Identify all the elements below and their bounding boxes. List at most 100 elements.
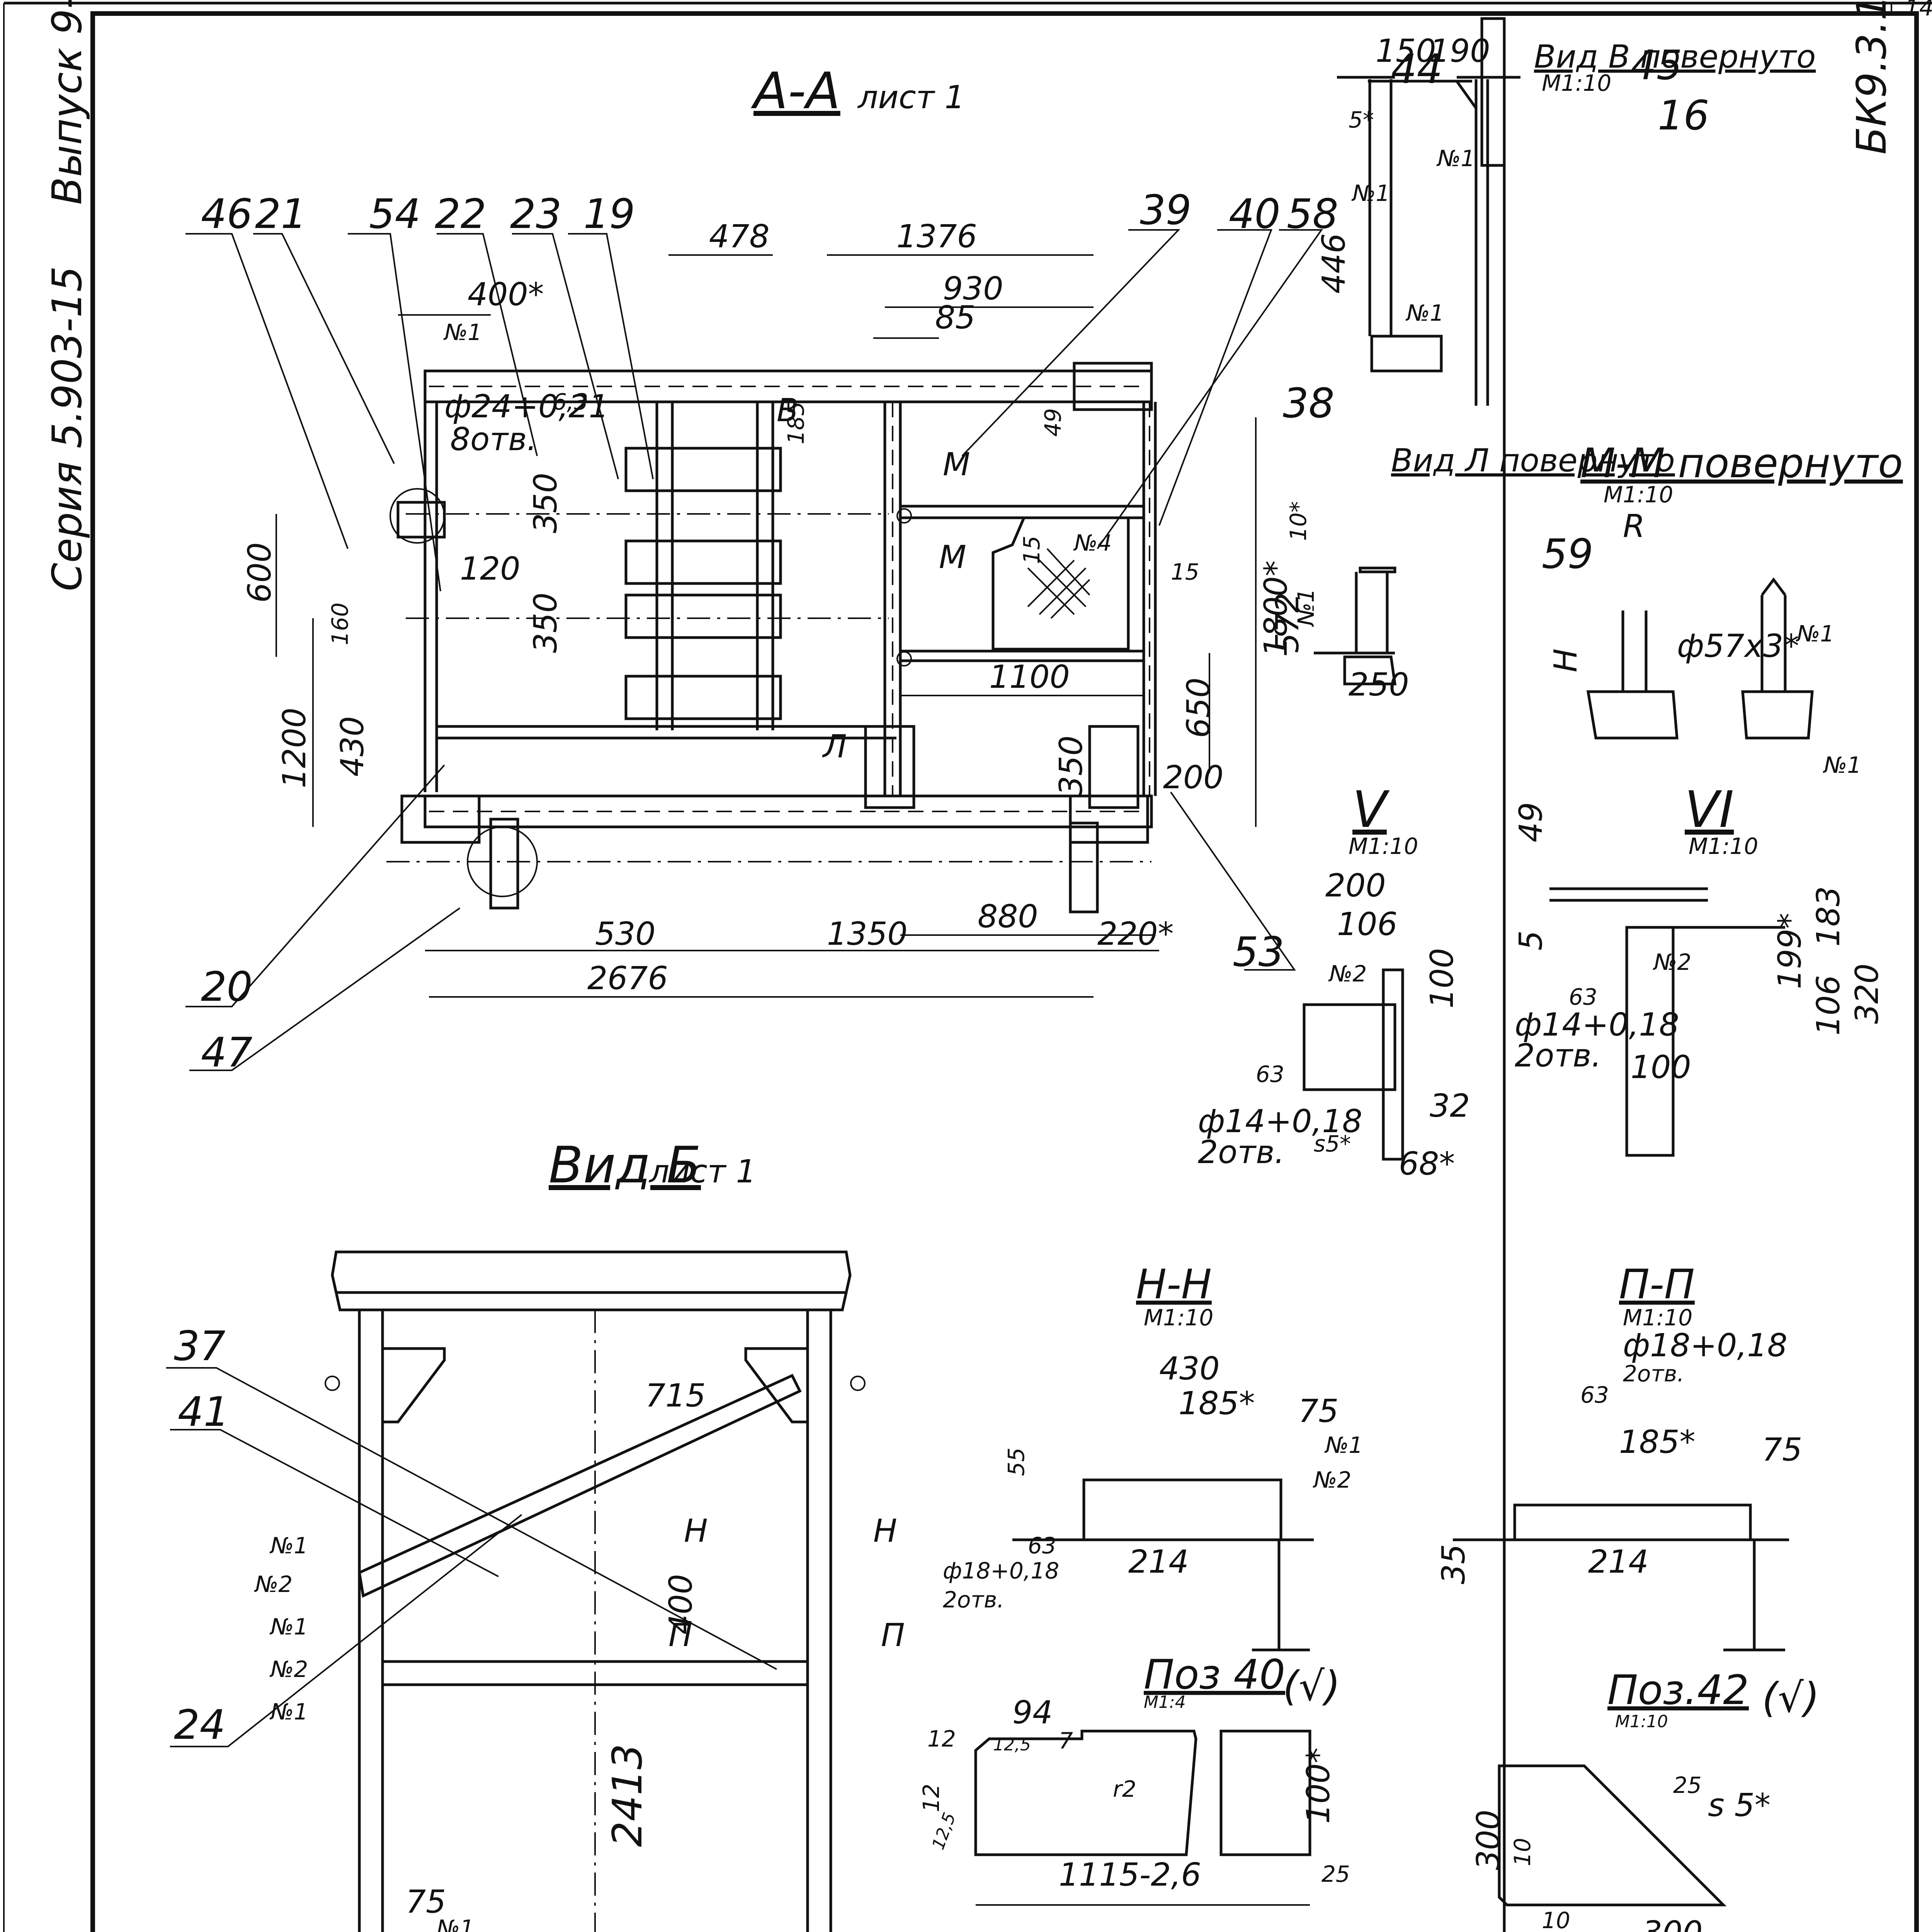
callout-38: 38 xyxy=(1283,380,1335,427)
dim-5: 5* xyxy=(1349,107,1374,133)
pp-dim-75: 75 xyxy=(1762,1432,1802,1468)
dim-600: 600 xyxy=(242,542,278,603)
dim-350-right: 350 xyxy=(1053,735,1090,796)
v-title: V xyxy=(1352,780,1390,839)
poz42-dim-10v: 10 xyxy=(1509,1838,1536,1866)
dim-880: 880 xyxy=(978,898,1038,935)
vi-dim-183: 183 xyxy=(1810,886,1847,947)
poz42-dim-300v: 300 xyxy=(1470,1810,1507,1870)
dim-250-vidl: 250 xyxy=(1349,667,1409,703)
poz40-dim-12b: 12 xyxy=(918,1784,944,1812)
vid-v-weld-2: №1 xyxy=(1405,300,1444,326)
callout-20: 20 xyxy=(201,963,253,1010)
pp-dim-185: 185* xyxy=(1619,1424,1696,1461)
sheet-number: 14 xyxy=(1905,0,1932,21)
poz42-r25: 25 xyxy=(1673,1772,1702,1798)
callout-16: 16 xyxy=(1658,92,1709,139)
vid-b-dim-75-top: 75 xyxy=(406,1884,446,1920)
mm-title: М-М повернуто xyxy=(1580,440,1903,487)
hh-r63: 63 xyxy=(1028,1532,1056,1559)
dim-478: 478 xyxy=(709,218,770,255)
callout-54: 54 xyxy=(369,190,421,238)
mm-radius: R xyxy=(1623,508,1645,545)
hh-weld-2: №2 xyxy=(1313,1467,1351,1493)
hh-weld-1: №1 xyxy=(1324,1432,1363,1458)
dim-930: 930 xyxy=(943,270,1003,307)
dim-350-upper: 350 xyxy=(527,473,564,533)
poz40-r2: r2 xyxy=(1113,1776,1136,1802)
vi-dim-5: 5 xyxy=(1513,930,1549,951)
v-hole-count: 2отв. xyxy=(1198,1134,1285,1171)
callout-24: 24 xyxy=(174,1701,226,1748)
vid-v-weld-3: №1 xyxy=(1436,145,1475,172)
view-v: V М1:10 200 106 100 32 68* s5* 63 ф14+0,… xyxy=(1198,780,1470,1182)
vi-dim-199: 199* xyxy=(1772,913,1808,989)
hole-note: ф24+0,21 xyxy=(444,388,609,425)
dim-1200: 1200 xyxy=(276,707,313,788)
hh-dim-430: 430 xyxy=(1159,1350,1220,1387)
hole-count: 8отв. xyxy=(450,421,537,458)
detail-circle-47 xyxy=(467,826,538,897)
mm-weld-2: №1 xyxy=(1823,752,1861,778)
vi-hole: ф14+0,18 xyxy=(1515,1007,1679,1043)
vid-v-weld-1: №1 xyxy=(1351,180,1390,206)
dim-650: 650 xyxy=(1180,677,1217,738)
v-dim-32: 32 xyxy=(1430,1088,1470,1124)
mm-pipe: ф57х3* xyxy=(1677,628,1799,665)
pp-dim-35: 35 xyxy=(1435,1544,1472,1584)
dim-49: 49 xyxy=(1040,408,1066,437)
dim-85: 85 xyxy=(935,299,975,336)
dim-190: 190 xyxy=(1430,33,1490,70)
vi-dim-49: 49 xyxy=(1513,802,1549,842)
poz40-dim-12a: 12 xyxy=(927,1726,956,1752)
poz40-r125a: 12,5 xyxy=(993,1735,1031,1755)
callout-46: 46 xyxy=(201,190,253,238)
vid-l-title: Вид Л повернуто xyxy=(1391,442,1675,479)
hh-dim-185: 185* xyxy=(1179,1385,1255,1422)
section-mark-h-right: Н xyxy=(873,1513,897,1549)
pp-title: П-П xyxy=(1619,1261,1695,1308)
callout-19: 19 xyxy=(583,190,635,238)
vid-b-weld-1d: №1 xyxy=(435,1915,474,1932)
dim-200: 200 xyxy=(1163,759,1224,796)
poz42-dim-10h: 10 xyxy=(1542,1907,1570,1932)
vid-b-dim-2413: 2413 xyxy=(604,1744,651,1847)
v-hole: ф14+0,18 xyxy=(1198,1103,1362,1140)
view-arrow-l: Л xyxy=(822,728,847,765)
hh-scale: М1:10 xyxy=(1144,1304,1213,1331)
pp-hole-count: 2отв. xyxy=(1623,1361,1684,1387)
pp-scale: М1:10 xyxy=(1623,1304,1692,1331)
poz40-finish: (√) xyxy=(1283,1663,1340,1710)
dim-15-left: 15 xyxy=(1019,536,1045,564)
poz40-r125b: 12,5 xyxy=(928,1810,959,1852)
hh-title: Н-Н xyxy=(1136,1261,1212,1308)
callout-39: 39 xyxy=(1140,187,1192,234)
v-weld: №2 xyxy=(1328,961,1367,987)
view-vid-l: 38 Вид Л повернуто 10* 572 250 №1 xyxy=(1269,380,1675,703)
weld-mark-n4: №4 xyxy=(1073,530,1112,556)
hh-dim-55: 55 xyxy=(1003,1447,1029,1476)
section-mark-m-bottom: М xyxy=(939,539,966,576)
vid-b-dim-715: 715 xyxy=(645,1378,706,1414)
detail-circle-46 xyxy=(389,488,445,544)
vid-b-title: Вид Б xyxy=(549,1136,701,1194)
vid-b-weld-2a: №2 xyxy=(254,1571,293,1597)
section-mm: М-М повернуто М1:10 59 R H ф57х3* №1 №1 xyxy=(1542,440,1903,778)
dim-400: 400* xyxy=(468,276,544,313)
vi-scale: М1:10 xyxy=(1689,833,1758,859)
dim-2676: 2676 xyxy=(587,960,668,997)
dim-1100: 1100 xyxy=(989,659,1070,696)
v-r63: 63 xyxy=(1256,1061,1284,1087)
dim-220: 220* xyxy=(1097,916,1174,952)
section-mark-p-right: П xyxy=(881,1617,905,1654)
hh-hole: ф18+0,18 xyxy=(943,1558,1059,1584)
vid-v-scale: М1:10 xyxy=(1542,70,1611,96)
vid-b-weld-1c: №1 xyxy=(269,1699,308,1725)
view-aa-title: А-А xyxy=(751,61,840,120)
mm-weld-1: №1 xyxy=(1796,621,1834,647)
callout-23: 23 xyxy=(510,190,562,238)
callout-37: 37 xyxy=(174,1323,226,1370)
view-vid-v: Вид В повернуто М1:10 44 45 16 150 190 4… xyxy=(1316,33,1816,406)
v-dim-100: 100 xyxy=(1424,948,1461,1009)
